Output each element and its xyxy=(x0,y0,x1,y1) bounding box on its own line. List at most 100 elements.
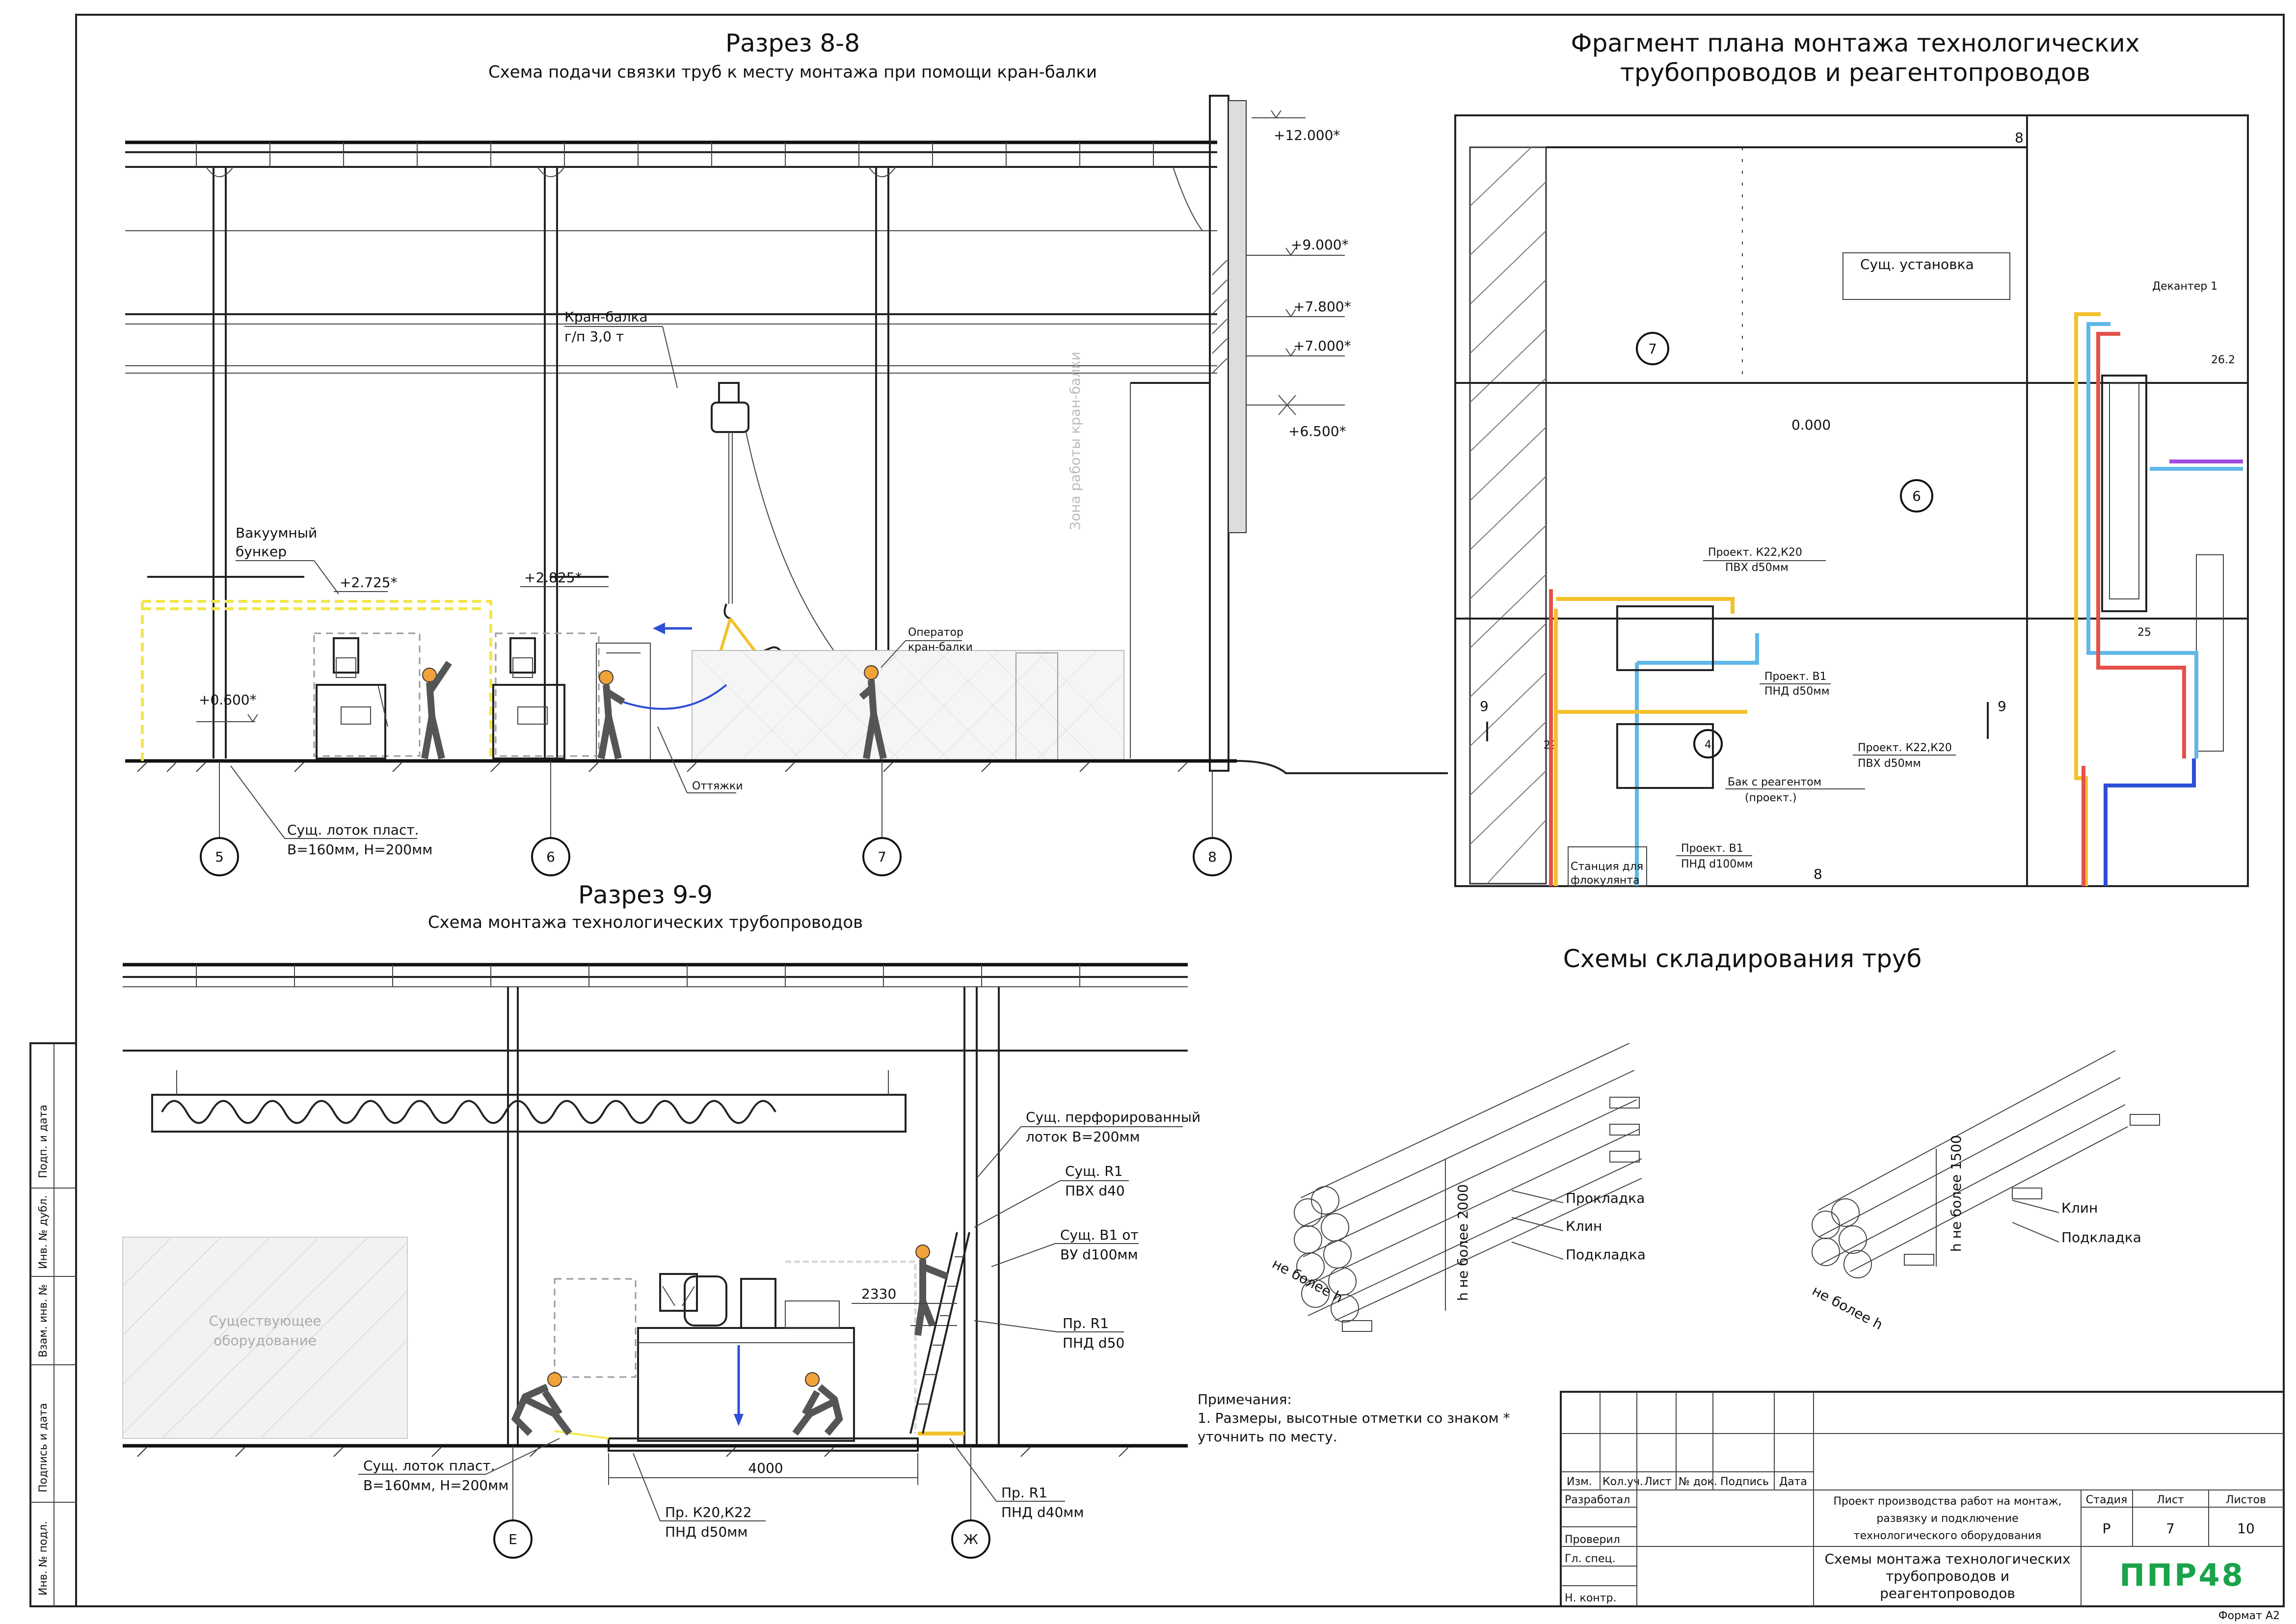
stamp-list-header: Лист xyxy=(2157,1494,2184,1506)
wedge2-label: Клин xyxy=(2061,1200,2098,1216)
stamp-lists-value: 10 xyxy=(2237,1520,2255,1537)
side-stamp: Подп. и дата Инв. № дубл. Взам. инв. № П… xyxy=(29,1042,77,1607)
level-label: 0.000 xyxy=(1791,417,1831,433)
worker-figure-1 xyxy=(421,661,452,759)
plan-label-5a: Проект. В1 xyxy=(1681,842,1743,855)
sheet-frame xyxy=(75,14,2285,1607)
cut-mark-8-top: 8 xyxy=(2015,130,2024,146)
pad-label: Подкладка xyxy=(1566,1246,1646,1263)
section-8-8: Разрез 8-8 Схема подачи связки труб к ме… xyxy=(125,29,1448,876)
svg-text:7: 7 xyxy=(1648,341,1657,357)
elevation-0600: +0.600* xyxy=(199,692,257,708)
elevation-7800: +7.800* xyxy=(1293,298,1351,315)
height-label-2000: h не более 2000 xyxy=(1455,1184,1471,1301)
worker-figure-crouch-1 xyxy=(511,1372,572,1436)
stamp-stage-header: Стадия xyxy=(2086,1494,2127,1506)
pr-r1-label-1: Пр. R1 xyxy=(1063,1315,1109,1331)
stamp-sheet-2: трубопроводов и xyxy=(1886,1568,2009,1584)
stamp-project-2: развязку и подключение xyxy=(1876,1513,2018,1525)
plan-label-4b: (проект.) xyxy=(1745,792,1797,804)
notes-line-1: 1. Размеры, высотные отметки со знаком * xyxy=(1198,1410,1510,1426)
plan-label-2b: ПНД d50мм xyxy=(1764,685,1829,698)
dim-4000: 4000 xyxy=(748,1460,783,1476)
section-8-subtitle: Схема подачи связки труб к месту монтажа… xyxy=(488,62,1097,82)
section-9-subtitle: Схема монтажа технологических трубопрово… xyxy=(428,913,863,932)
elevation-6500: +6.500* xyxy=(1288,423,1346,439)
elevation-7000: +7.000* xyxy=(1293,338,1351,354)
tray-perf-1: Сущ. перфорированный xyxy=(1026,1109,1201,1125)
guys-label: Оттяжки xyxy=(692,780,743,792)
b1-label-1: Сущ. В1 от xyxy=(1060,1227,1139,1243)
b1-label-2: ВУ d100мм xyxy=(1060,1246,1138,1263)
svg-text:8: 8 xyxy=(1208,849,1217,865)
svg-text:Е: Е xyxy=(508,1531,517,1547)
bunker-label-2: бункер xyxy=(236,543,287,560)
stamp-stage-value: Р xyxy=(2103,1520,2111,1537)
pipe-stack-small: Клин Подкладка h не более 1500 не более … xyxy=(1810,1050,2160,1333)
stamp-sheet-1: Схемы монтажа технологических xyxy=(1824,1551,2070,1567)
side-stamp-4: Подпись и дата xyxy=(37,1403,50,1492)
side-stamp-5: Инв. № подл. xyxy=(37,1521,50,1596)
r1-label-1: Сущ. R1 xyxy=(1065,1163,1123,1179)
axis-7 xyxy=(862,837,902,876)
worker-figure-crouch-2 xyxy=(792,1372,843,1436)
plan-label-5b: ПНД d100мм xyxy=(1681,858,1753,870)
axis-5 xyxy=(200,837,239,876)
crane-zone-label: Зона работы кран-балки xyxy=(1067,352,1083,530)
svg-text:6: 6 xyxy=(1912,488,1921,504)
width-label-1: не более h xyxy=(1270,1255,1346,1306)
dim-262: 26.2 xyxy=(2211,354,2235,366)
stamp-sheet-3: реагентопроводов xyxy=(1880,1585,2015,1601)
stamp-list-value: 7 xyxy=(2166,1520,2175,1537)
title-block: Изм. Кол.уч. Лист № док. Подпись Дата Ра… xyxy=(1560,1391,2285,1622)
plan-station-1: Станция для xyxy=(1571,861,1643,873)
tray9-label-2: B=160мм, H=200мм xyxy=(363,1477,508,1493)
plan-label-1a: Проект. К22,К20 xyxy=(1708,546,1802,559)
stamp-col-4: № док. xyxy=(1679,1476,1717,1488)
spacer-label: Прокладка xyxy=(1566,1190,1645,1206)
stamp-row-developer: Разработал xyxy=(1565,1494,1630,1506)
existing-equipment-label-1: Существующее xyxy=(209,1313,321,1329)
plan-label-1b: ПВХ d50мм xyxy=(1725,562,1789,574)
worker-figure-2 xyxy=(598,670,625,759)
plan-fragment: Фрагмент плана монтажа технологических т… xyxy=(1454,29,2249,887)
pr-k-label-2: ПНД d50мм xyxy=(665,1524,748,1540)
pipe-storage-schemes: Схемы складирования труб Прокладка Клин xyxy=(1270,945,2160,1333)
section-9-title: Разрез 9-9 xyxy=(578,881,713,909)
axis-8 xyxy=(1193,837,1232,876)
stamp-row-control: Н. контр. xyxy=(1565,1592,1616,1604)
tray-perf-2: лоток B=200мм xyxy=(1026,1129,1140,1145)
operator-label-2: кран-балки xyxy=(908,641,973,653)
svg-text:Ж: Ж xyxy=(963,1531,978,1547)
stamp-project-3: технологического оборудования xyxy=(1854,1530,2042,1542)
plan-title-2: трубопроводов и реагентопроводов xyxy=(1620,58,2090,87)
tray9-label-1: Сущ. лоток пласт. xyxy=(363,1458,495,1474)
bunker-label-1: Вакуумный xyxy=(236,525,317,541)
plan-station-2: флокулянта xyxy=(1571,874,1640,887)
vacuum-bunker-2 xyxy=(492,637,565,759)
company-logo: ППР48 xyxy=(2119,1557,2245,1593)
tray-label-1: Сущ. лоток пласт. xyxy=(287,822,419,838)
section-8-title: Разрез 8-8 xyxy=(725,29,860,57)
decanter-label: Декантер 1 xyxy=(2152,280,2217,293)
stamp-project-1: Проект производства работ на монтаж, xyxy=(1833,1495,2061,1508)
crane-label-2: г/п 3,0 т xyxy=(564,328,624,345)
axis-e xyxy=(493,1519,533,1559)
notes-heading: Примечания: xyxy=(1198,1391,1292,1407)
existing-unit-label: Сущ. установка xyxy=(1860,256,1974,272)
elevation-12000: +12.000* xyxy=(1274,127,1340,143)
dim-2330: 2330 xyxy=(861,1286,896,1302)
stamp-col-6: Дата xyxy=(1779,1476,1807,1488)
pr-r1-label-2: ПНД d50 xyxy=(1063,1335,1124,1351)
storage-title: Схемы складирования труб xyxy=(1563,945,1922,973)
tray-label-2: B=160мм, H=200мм xyxy=(287,841,432,858)
plan-label-3b: ПВХ d50мм xyxy=(1858,758,1921,770)
stamp-col-1: Изм. xyxy=(1567,1476,1592,1488)
plan-label-3a: Проект. К22,К20 xyxy=(1858,742,1952,754)
stamp-col-3: Лист xyxy=(1644,1476,1672,1488)
side-stamp-3: Взам. инв. № xyxy=(37,1284,50,1357)
vacuum-bunker-1 xyxy=(316,637,388,759)
side-stamp-1: Подп. и дата xyxy=(37,1105,50,1178)
elevation-2725: +2.725* xyxy=(340,574,398,591)
r1-label-2: ПВХ d40 xyxy=(1065,1183,1125,1199)
